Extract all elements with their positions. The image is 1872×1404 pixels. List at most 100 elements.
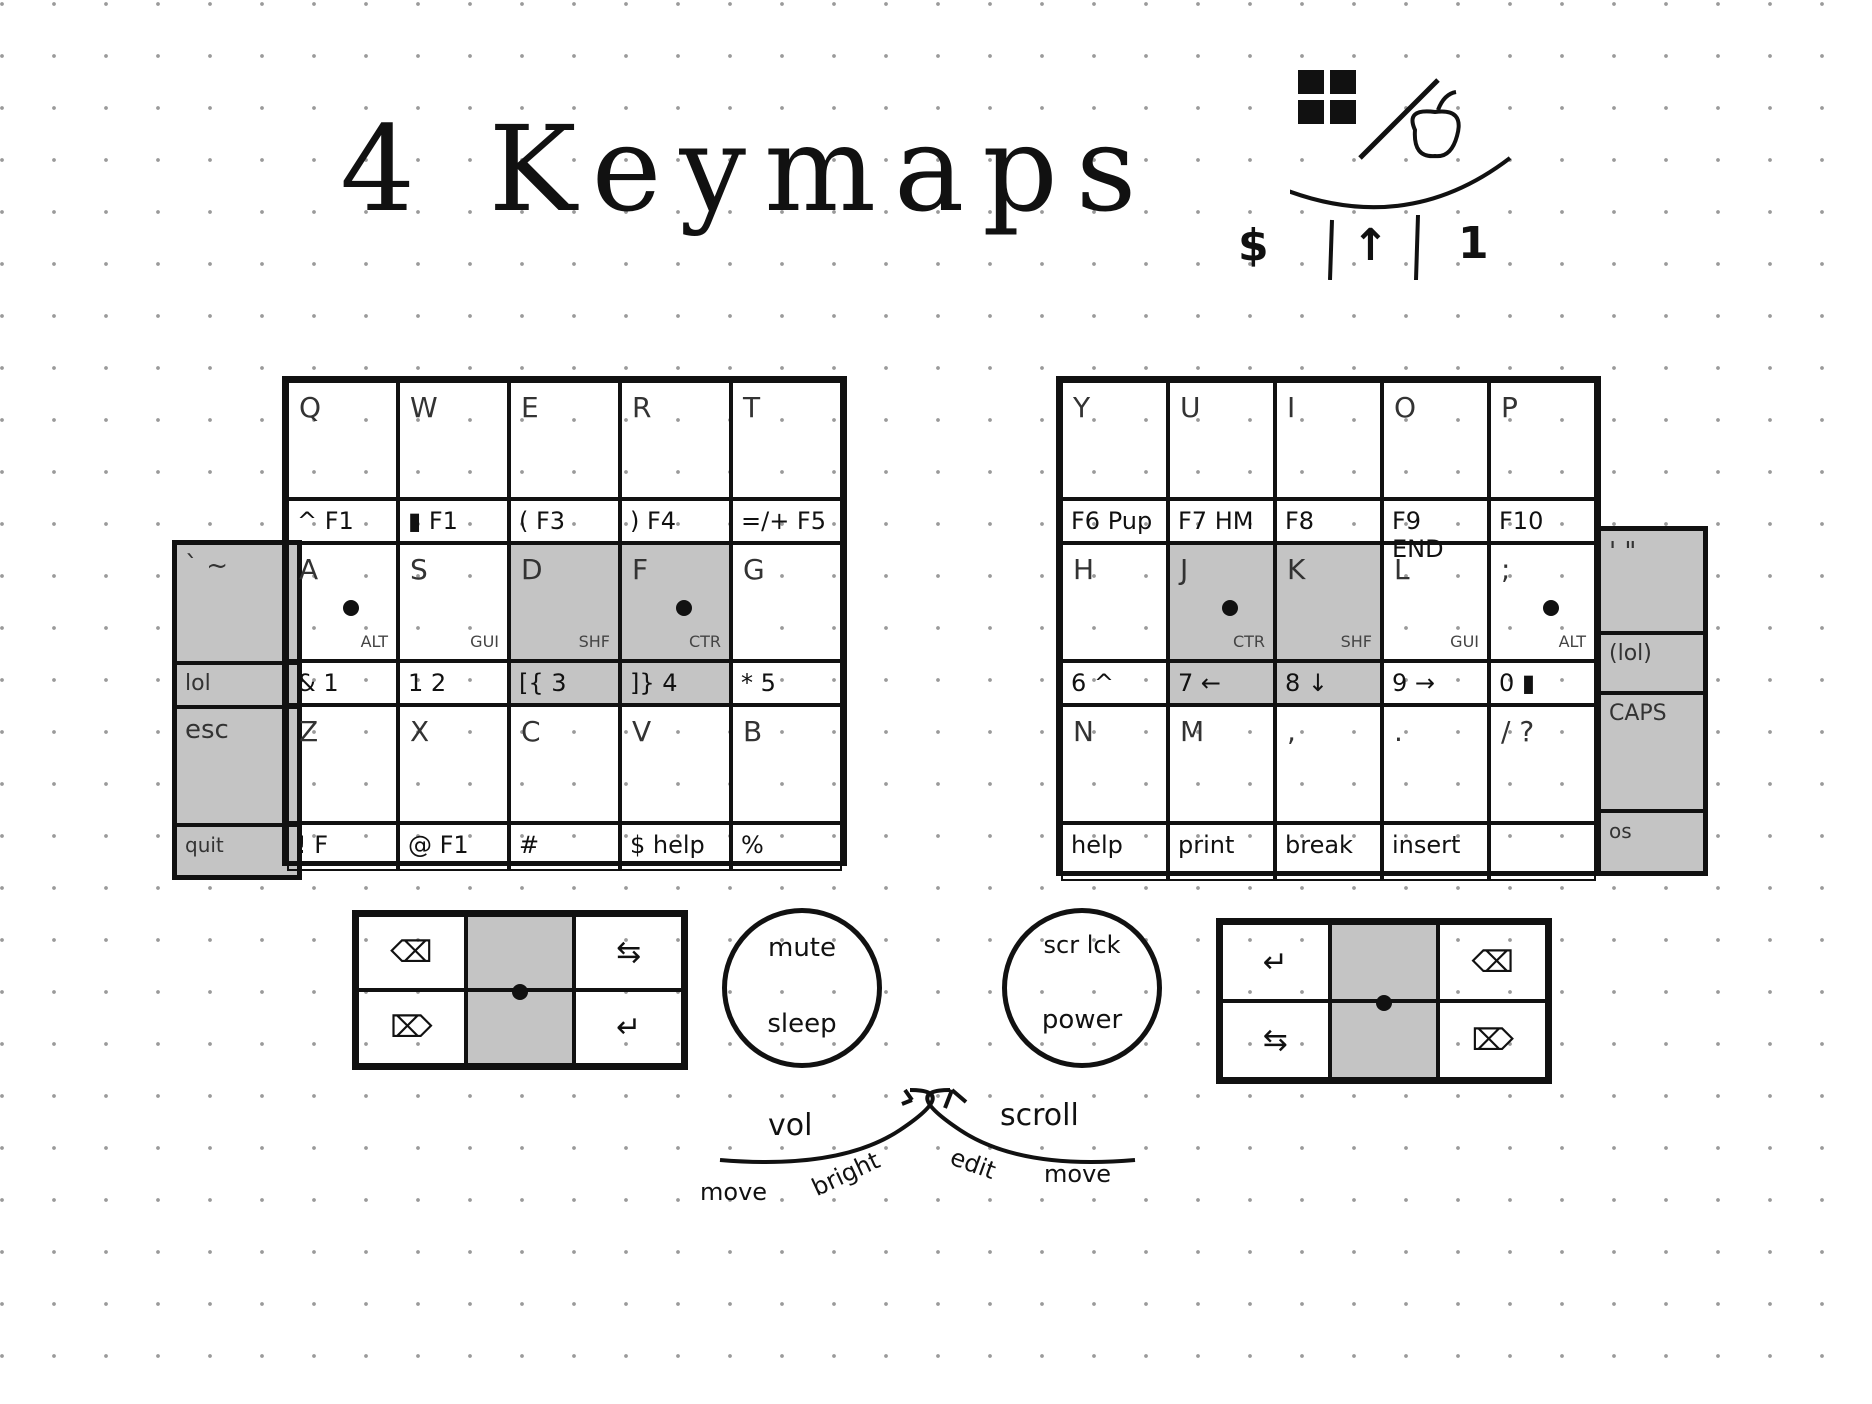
- left-key-r3-c1[interactable]: 1 2: [398, 661, 509, 705]
- right-key-r3-c3[interactable]: 9 →: [1382, 661, 1489, 705]
- left-thumb-key-2[interactable]: ⇆: [574, 915, 683, 990]
- right-key-r5-c1[interactable]: print: [1168, 823, 1275, 881]
- right-thumb-key-2[interactable]: ⌫: [1438, 923, 1547, 1001]
- right-key-r4-c4[interactable]: / ?: [1489, 705, 1596, 823]
- right-key-r4-c2[interactable]: ,: [1275, 705, 1382, 823]
- left-key-r5-c3[interactable]: $ help: [620, 823, 731, 871]
- right-thumb-key-1[interactable]: [1329, 923, 1439, 1001]
- left-key-r0-c1[interactable]: W: [398, 381, 509, 499]
- right-key-r1-c2[interactable]: F8: [1275, 499, 1382, 543]
- right-key-r4-c1[interactable]: M: [1168, 705, 1275, 823]
- right-key-r1-c0[interactable]: F6 Pup: [1061, 499, 1168, 543]
- left-key-r0-c0[interactable]: Q: [287, 381, 398, 499]
- left-key-r1-c0[interactable]: ^ F1: [287, 499, 398, 543]
- key-legend: C: [521, 715, 541, 748]
- left-thumb-key-5[interactable]: ↵: [574, 990, 683, 1065]
- left-thumb-key-0[interactable]: ⌫: [357, 915, 466, 990]
- os-layer-1-label: ↑: [1352, 220, 1389, 271]
- right-thumb-key-5[interactable]: ⌦: [1438, 1001, 1547, 1079]
- os-layer-2-label: 1: [1458, 218, 1489, 269]
- left-key-r3-c4[interactable]: * 5: [731, 661, 842, 705]
- left-key-r5-c2[interactable]: #: [509, 823, 620, 871]
- side-key-grave[interactable]: ` ~: [177, 545, 297, 665]
- key-legend: R: [632, 391, 652, 424]
- home-row-dot-icon: [1542, 599, 1559, 616]
- right-key-r0-c1[interactable]: U: [1168, 381, 1275, 499]
- right-key-r2-c4[interactable]: ;ALT: [1489, 543, 1596, 661]
- os-layer-0-label: $: [1238, 220, 1269, 271]
- key-legend: X: [410, 715, 430, 748]
- side-key-esc[interactable]: esc: [177, 709, 297, 827]
- left-key-r4-c3[interactable]: V: [620, 705, 731, 823]
- left-key-r5-c1[interactable]: @ F1: [398, 823, 509, 871]
- right-key-r5-c2[interactable]: break: [1275, 823, 1382, 881]
- right-key-r3-c1[interactable]: 7 ←: [1168, 661, 1275, 705]
- right-thumb-key-3[interactable]: ⇆: [1221, 1001, 1330, 1079]
- right-encoder-knob[interactable]: scr lck power: [1002, 908, 1162, 1068]
- side-key-quit[interactable]: quit: [185, 833, 224, 857]
- right-key-r1-c3[interactable]: F9 END: [1382, 499, 1489, 563]
- right-key-r5-c0[interactable]: help: [1061, 823, 1168, 881]
- right-key-r0-c0[interactable]: Y: [1061, 381, 1168, 499]
- key-legend: P: [1501, 391, 1518, 424]
- left-key-r3-c3[interactable]: ]} 4: [620, 661, 731, 705]
- left-thumb-cluster: ⌫ ⇆ ⌦ ↵: [352, 910, 688, 1070]
- right-key-r0-c4[interactable]: P: [1489, 381, 1596, 499]
- side-key-os[interactable]: os: [1609, 819, 1632, 843]
- right-key-r4-c0[interactable]: N: [1061, 705, 1168, 823]
- right-key-r1-c4[interactable]: F10: [1489, 499, 1596, 543]
- left-key-r5-c4[interactable]: %: [731, 823, 842, 871]
- modifier-label: ALT: [1558, 632, 1586, 651]
- left-key-r2-c4[interactable]: G: [731, 543, 842, 661]
- left-key-r1-c4[interactable]: =/+ F5: [731, 499, 842, 543]
- left-thumb-key-3[interactable]: ⌦: [357, 990, 466, 1065]
- left-thumb-key-4[interactable]: [465, 984, 575, 1065]
- left-key-r0-c3[interactable]: R: [620, 381, 731, 499]
- right-key-r3-c0[interactable]: 6 ^: [1061, 661, 1168, 705]
- left-key-r5-c0[interactable]: ! F: [287, 823, 398, 871]
- left-key-r1-c1[interactable]: ▮ F1: [398, 499, 509, 543]
- right-thumb-key-0[interactable]: ↵: [1221, 923, 1330, 1001]
- os-icons: [1241, 70, 1512, 281]
- left-thumb-key-1[interactable]: [465, 915, 575, 990]
- right-key-r1-c1[interactable]: F7 HM: [1168, 499, 1275, 543]
- left-key-r1-c2[interactable]: ( F3: [509, 499, 620, 543]
- left-key-r4-c0[interactable]: Z: [287, 705, 398, 823]
- left-key-r0-c4[interactable]: T: [731, 381, 842, 499]
- side-key-caps[interactable]: CAPS: [1601, 695, 1703, 813]
- left-key-r3-c2[interactable]: [{ 3: [509, 661, 620, 705]
- right-key-r5-c4[interactable]: [1489, 823, 1596, 881]
- right-key-r4-c3[interactable]: .: [1382, 705, 1489, 823]
- modifier-label: ALT: [360, 632, 388, 651]
- key-legend: I: [1287, 391, 1296, 424]
- key-legend: ,: [1287, 715, 1296, 748]
- left-key-r0-c2[interactable]: E: [509, 381, 620, 499]
- left-key-r4-c4[interactable]: B: [731, 705, 842, 823]
- side-key-lol-paren[interactable]: (lol): [1601, 635, 1703, 695]
- left-key-r4-c1[interactable]: X: [398, 705, 509, 823]
- side-key-lol[interactable]: lol: [177, 665, 297, 709]
- side-key-quote[interactable]: ' ": [1601, 531, 1703, 635]
- right-thumb-key-4[interactable]: [1329, 995, 1439, 1079]
- right-key-r0-c2[interactable]: I: [1275, 381, 1382, 499]
- right-key-r3-c4[interactable]: 0 ▮: [1489, 661, 1596, 705]
- right-key-r5-c3[interactable]: insert: [1382, 823, 1489, 881]
- key-legend: Y: [1073, 391, 1091, 424]
- left-key-r4-c2[interactable]: C: [509, 705, 620, 823]
- left-encoder-knob[interactable]: mute sleep: [722, 908, 882, 1068]
- right-key-r2-c0[interactable]: H: [1061, 543, 1168, 661]
- modifier-label: SHF: [1340, 632, 1372, 651]
- modifier-label: CTR: [1232, 632, 1265, 651]
- left-key-r1-c3[interactable]: ) F4: [620, 499, 731, 543]
- left-key-r3-c0[interactable]: & 1: [287, 661, 398, 705]
- right-key-r0-c3[interactable]: O: [1382, 381, 1489, 499]
- right-key-r3-c2[interactable]: 8 ↓: [1275, 661, 1382, 705]
